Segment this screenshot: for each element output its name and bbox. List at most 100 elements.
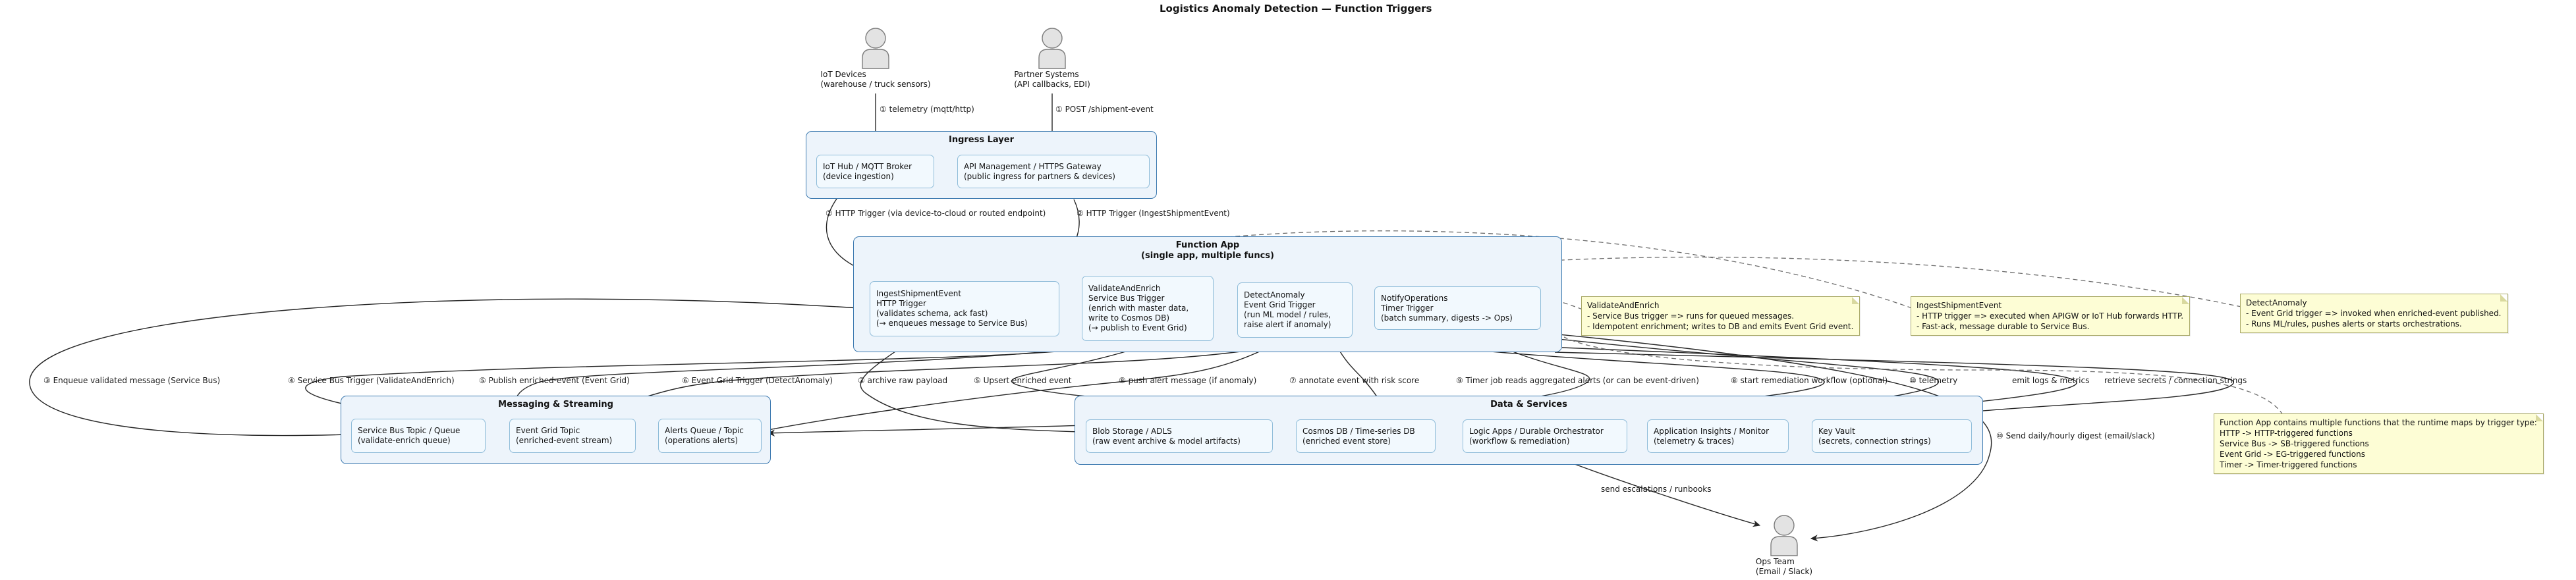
edge-label-l5: ③ Enqueue validated message (Service Bus… (43, 376, 221, 385)
person-icon (862, 28, 889, 69)
node-alertsq-line: (operations alerts) (665, 436, 739, 445)
node-iothub: IoT Hub / MQTT Broker(device ingestion) (816, 155, 934, 188)
actor-label-iot: IoT Devices(warehouse / truck sensors) (820, 70, 931, 89)
note-fold-icon (2535, 414, 2543, 421)
actor-iot (856, 28, 895, 72)
actor-label-ops: Ops Team(Email / Slack) (1755, 557, 1813, 576)
node-blob-line: (raw event archive & model artifacts) (1092, 436, 1241, 446)
node-egtopic-line: Event Grid Topic (516, 426, 580, 435)
edge-label-l13: ⑨ Timer job reads aggregated alerts (or … (1456, 376, 1699, 385)
node-iothub-line: (device ingestion) (823, 171, 894, 181)
actor-ops (1764, 515, 1804, 560)
edge-label-l2: ① POST /shipment-event (1055, 105, 1154, 114)
note-n4-line: Function App contains multiple functions… (2220, 418, 2537, 427)
note-fold-icon (1852, 297, 1860, 304)
note-n1-line: ValidateAndEnrich (1587, 301, 1660, 310)
node-iothub-line: IoT Hub / MQTT Broker (823, 161, 912, 171)
node-detect-line: (run ML model / rules, (1244, 310, 1331, 319)
node-notify-line: (batch summary, digests -> Ops) (1381, 313, 1513, 323)
note-n4-line: Timer -> Timer-triggered functions (2220, 460, 2357, 469)
edge-label-l14: ⑧ start remediation workflow (optional) (1731, 376, 1888, 385)
edge-label-l10: ⑤ Upsert enriched event (974, 376, 1072, 385)
package-title-ingress: Ingress Layer (949, 135, 1014, 145)
diagram-title: Logistics Anomaly Detection — Function T… (1160, 3, 1432, 14)
edge-label-l4: ② HTTP Trigger (IngestShipmentEvent) (1077, 209, 1230, 218)
package-title-messaging: Messaging & Streaming (498, 400, 613, 409)
node-apim: API Management / HTTPS Gateway(public in… (957, 155, 1150, 188)
edge-label-l19: send escalations / runbooks (1601, 485, 1712, 494)
note-n3: DetectAnomaly - Event Grid trigger => inv… (2240, 294, 2508, 333)
node-logic-line: (workflow & remediation) (1469, 436, 1570, 446)
node-notify-line: NotifyOperations (1381, 293, 1448, 303)
node-ingest-line: HTTP Trigger (876, 299, 926, 308)
node-validate-line: (enrich with master data, (1088, 303, 1189, 313)
node-ingest-line: (→ enqueues message to Service Bus) (876, 319, 1028, 328)
person-icon (1770, 515, 1798, 556)
node-notify-line: Timer Trigger (1381, 303, 1434, 313)
edge-label-l3: ② HTTP Trigger (via device-to-cloud or r… (826, 209, 1046, 218)
node-appins-line: Application Insights / Monitor (1654, 426, 1770, 436)
node-validate-line: Service Bus Trigger (1088, 294, 1165, 303)
node-validate-line: write to Cosmos DB) (1088, 313, 1170, 323)
node-validate-line: (→ publish to Event Grid) (1088, 323, 1187, 332)
node-cosmos-line: (enriched event store) (1302, 436, 1391, 446)
node-keyvault-line: Key Vault (1818, 426, 1855, 436)
note-n3-line: - Event Grid trigger => invoked when enr… (2246, 309, 2502, 318)
edge-label-l8: ⑥ Event Grid Trigger (DetectAnomaly) (682, 376, 833, 385)
package-title-funcapp: Function App (single app, multiple funcs… (1141, 240, 1274, 261)
note-n2-line: - HTTP trigger => executed when APIGW or… (1917, 311, 2184, 321)
actor-partner (1032, 28, 1072, 72)
node-cosmos-line: Cosmos DB / Time-series DB (1302, 426, 1415, 436)
node-logic-line: Logic Apps / Durable Orchestrator (1469, 426, 1604, 436)
node-ingest-line: IngestShipmentEvent (876, 289, 962, 298)
node-blob: Blob Storage / ADLS(raw event archive & … (1086, 419, 1273, 453)
note-fold-icon (2182, 297, 2190, 304)
note-n4-line: HTTP -> HTTP-triggered functions (2220, 429, 2353, 438)
node-apim-line: API Management / HTTPS Gateway (964, 161, 1102, 171)
edge-label-l16: emit logs & metrics (2012, 376, 2090, 385)
edge-label-l15: ⑩ telemetry (1909, 376, 1958, 385)
edge-label-l6: ④ Service Bus Trigger (ValidateAndEnrich… (288, 376, 455, 385)
note-n3-line: - Runs ML/rules, pushes alerts or starts… (2246, 319, 2462, 329)
node-sbqueue-line: (validate-enrich queue) (358, 436, 451, 445)
edge-label-l17: retrieve secrets / connection strings (2104, 376, 2247, 385)
node-cosmos: Cosmos DB / Time-series DB(enriched even… (1296, 419, 1436, 453)
edge-label-l18: ⑩ Send daily/hourly digest (email/slack) (1996, 431, 2155, 440)
node-keyvault: Key Vault(secrets, connection strings) (1812, 419, 1972, 453)
node-sbqueue: Service Bus Topic / Queue(validate-enric… (351, 419, 486, 453)
node-appins: Application Insights / Monitor(telemetry… (1647, 419, 1789, 453)
edge-label-l7: ⑤ Publish enriched-event (Event Grid) (479, 376, 630, 385)
edge-label-l11: ⑧ push alert message (if anomaly) (1119, 376, 1257, 385)
node-blob-line: Blob Storage / ADLS (1092, 426, 1172, 436)
note-n1-line: - Service Bus trigger => runs for queued… (1587, 311, 1795, 321)
node-detect-line: raise alert if anomaly) (1244, 320, 1331, 329)
package-title-data: Data & Services (1490, 400, 1567, 409)
note-fold-icon (2500, 294, 2507, 302)
edge-label-l9: ③ archive raw payload (858, 376, 948, 385)
note-n2-line: - Fast-ack, message durable to Service B… (1917, 322, 2090, 331)
node-egtopic-line: (enriched-event stream) (516, 436, 613, 445)
node-logic: Logic Apps / Durable Orchestrator(workfl… (1463, 419, 1627, 453)
note-n1: ValidateAndEnrich- Service Bus trigger =… (1581, 296, 1861, 336)
actor-label-partner: Partner Systems(API callbacks, EDI) (1014, 70, 1090, 89)
node-ingest-line: (validates schema, ack fast) (876, 309, 988, 318)
node-keyvault-line: (secrets, connection strings) (1818, 436, 1931, 446)
note-n4-line: Event Grid -> EG-triggered functions (2220, 450, 2365, 459)
node-alertsq: Alerts Queue / Topic(operations alerts) (658, 419, 762, 453)
node-validate-line: ValidateAndEnrich (1088, 284, 1161, 293)
node-egtopic: Event Grid Topic(enriched-event stream) (509, 419, 636, 453)
note-n4: Function App contains multiple functions… (2214, 413, 2544, 474)
edge-label-l12: ⑦ annotate event with risk score (1289, 376, 1420, 385)
node-detect-line: Event Grid Trigger (1244, 300, 1316, 309)
note-n3-line: DetectAnomaly (2246, 298, 2307, 307)
note-n1-line: - Idempotent enrichment; writes to DB an… (1587, 322, 1854, 331)
node-apim-line: (public ingress for partners & devices) (964, 171, 1115, 181)
note-n2: IngestShipmentEvent- HTTP trigger => exe… (1911, 296, 2191, 336)
node-appins-line: (telemetry & traces) (1654, 436, 1735, 446)
edge-label-l1: ① telemetry (mqtt/http) (880, 105, 974, 114)
node-alertsq-line: Alerts Queue / Topic (665, 426, 744, 435)
